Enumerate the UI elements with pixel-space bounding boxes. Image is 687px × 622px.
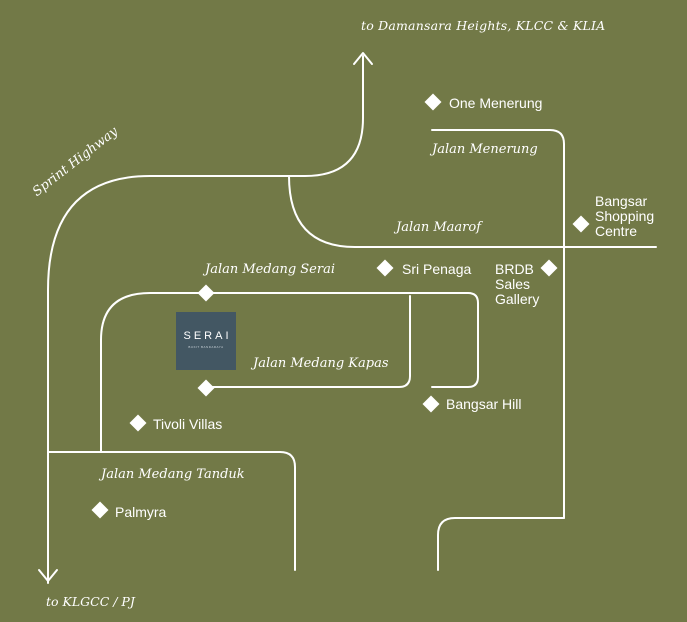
jalan-medang-serai-label: Jalan Medang Serai [205,262,335,277]
tivoli-villas-label: Tivoli Villas [153,416,223,432]
serai-logo-tagline: BUKIT BANDARAYA [188,345,224,349]
jalan-menerung-label: Jalan Menerung [432,142,538,157]
jalan-medang-tanduk-label: Jalan Medang Tanduk [101,467,245,482]
jalan-maarof-label: Jalan Maarof [396,220,482,235]
one-menerung-label: One Menerung [449,95,543,111]
direction-south-label: to KLGCC / PJ [46,594,135,609]
palmyra-label: Palmyra [115,504,167,520]
north-arrow-icon [353,52,373,65]
sri-penaga-label: Sri Penaga [402,261,472,277]
bangsar-hill-label: Bangsar Hill [446,396,522,412]
serai-logo-name: SERAI [183,330,232,342]
jalan-medang-kapas-road [204,295,411,388]
brdb-sales-gallery-label: BRDB Sales Gallery [495,261,540,307]
jalan-medang-kapas-label: Jalan Medang Kapas [253,356,389,371]
south-arrow-icon [38,569,58,582]
bottom-right-road [437,517,565,571]
bangsar-shopping-centre-label: Bangsar Shopping Centre [595,193,655,239]
jalan-menerung-road [431,129,565,519]
jalan-medang-serai-road [100,292,479,453]
sprint-highway-road [47,55,364,584]
jalan-maarof-road [288,175,657,248]
direction-north-label: to Damansara Heights, KLCC & KLIA [361,18,606,33]
jalan-medang-tanduk-road [47,451,296,571]
serai-logo: SERAI BUKIT BANDARAYA [176,312,236,370]
